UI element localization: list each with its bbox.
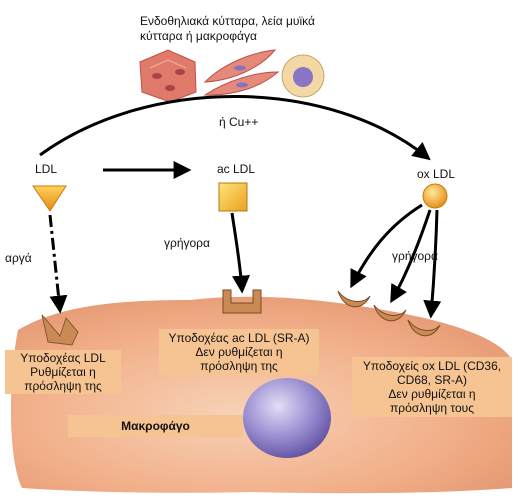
arc-arrow-ldl-to-oxldl	[39, 95, 431, 161]
smooth-muscle-cells-icon	[203, 49, 280, 96]
ldl-receptor-line: Ρυθμίζεται η	[30, 365, 96, 379]
header-line-1: Ενδοθηλιακά κύτταρα, λεία μυϊκά	[140, 14, 315, 28]
slow-label: αργά	[5, 251, 32, 265]
acldl-receptor-box: Υποδοχέας ac LDL (SR-A) Δεν ρυθμίζεται η…	[159, 329, 319, 375]
oxldl-receptor-icon	[407, 319, 441, 337]
acldl-label: ac LDL	[217, 162, 256, 176]
ldl-receptor-box: Υποδοχέας LDL Ρυθμίζεται η πρόσληψη της	[5, 350, 121, 394]
oxldl-receptor-icon	[373, 304, 407, 322]
ldl-receptor-line: πρόσληψη της	[24, 379, 102, 393]
acldl-square-icon	[218, 182, 248, 212]
macrophage-cell-icon	[281, 54, 325, 98]
ldl-label: LDL	[35, 162, 58, 176]
endothelial-cells-icon	[139, 49, 197, 103]
header-line-2: κύτταρα ή μακροφάγα	[140, 29, 257, 43]
oxldl-label: ox LDL	[417, 167, 456, 181]
oxldl-receptor-line: Υποδοχείς ox LDL (CD36,	[362, 359, 502, 373]
oxldl-receptor-line: CD68, SR-A)	[396, 373, 467, 387]
oxldl-circle-icon	[422, 183, 448, 209]
ldl-receptor-line: Υποδοχέας LDL	[20, 351, 106, 365]
oxldl-receptor-icon	[337, 290, 371, 308]
ldl-receptor-icon	[41, 314, 79, 346]
ldl-triangle-icon	[32, 185, 67, 212]
oxldl-receptor-line: πρόσληψη τους	[389, 401, 474, 415]
acldl-receptor-line: Δεν ρυθμίζεται η	[195, 345, 283, 359]
acldl-receptor-icon	[222, 289, 262, 314]
macrophage-nucleus	[243, 378, 331, 458]
macrophage-label-box: Μακροφάγο	[68, 415, 243, 437]
oxldl-receptor-line: Δεν ρυθμίζεται η	[388, 387, 476, 401]
fast-arrow-ox-1	[350, 203, 423, 289]
fast-arrow-ac	[230, 212, 250, 294]
fast-label-left: γρήγορα	[164, 236, 210, 250]
slow-arrow	[48, 214, 68, 314]
acldl-receptor-line: πρόσληψη της	[200, 359, 278, 373]
oxldl-receptor-box: Υποδοχείς ox LDL (CD36, CD68, SR-A) Δεν …	[352, 357, 512, 417]
acldl-receptor-line: Υποδοχέας ac LDL (SR-A)	[168, 331, 310, 345]
fast-label-right: γρήγορα	[392, 249, 438, 263]
cu-label: ή Cu++	[219, 115, 259, 129]
fast-arrow-ox-3	[423, 209, 442, 319]
fast-arrow-ox-2	[390, 209, 432, 304]
